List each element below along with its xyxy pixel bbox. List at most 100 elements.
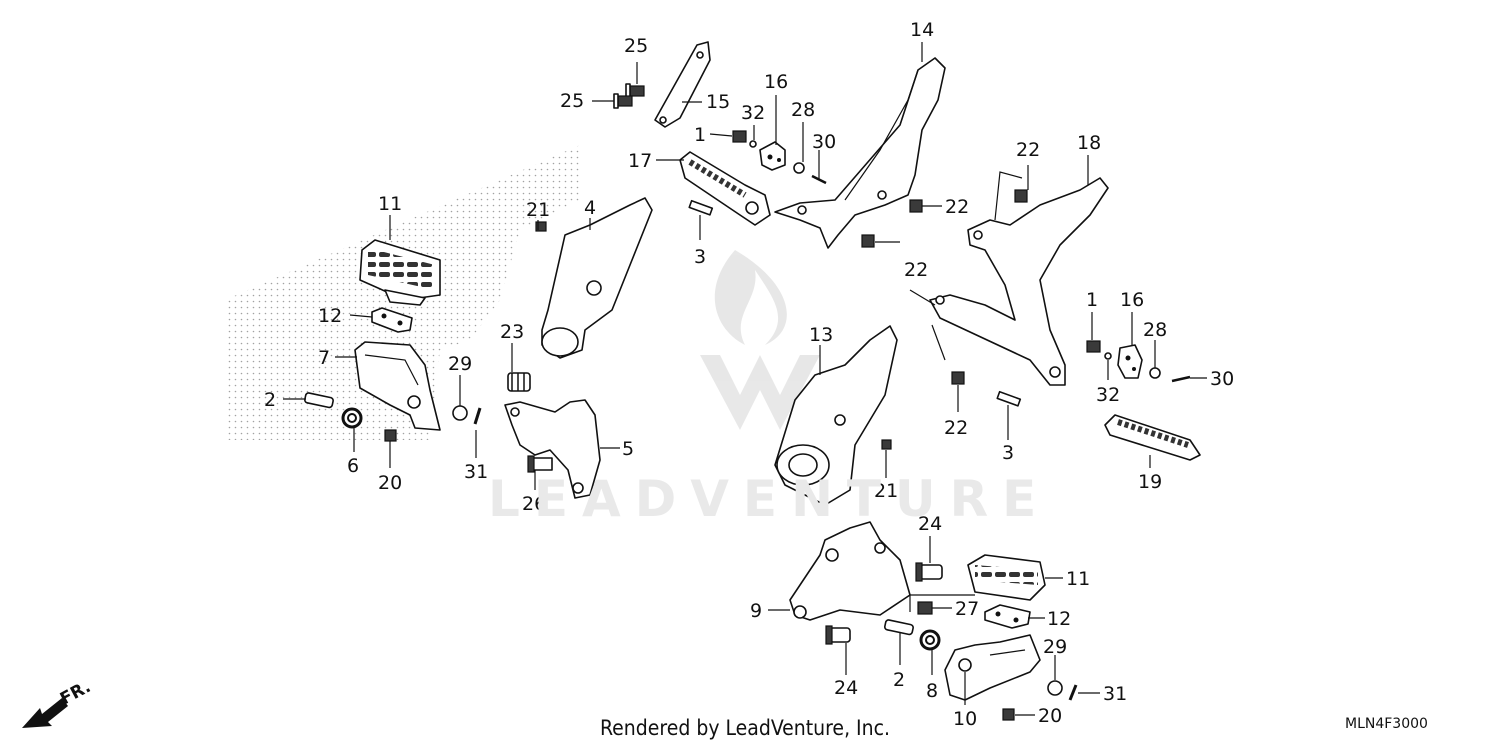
callout-26[interactable]: 26: [522, 493, 546, 515]
callout-21[interactable]: 21: [526, 199, 550, 221]
callout-22[interactable]: 22: [904, 259, 928, 281]
callout-1[interactable]: 1: [1086, 289, 1098, 311]
callout-29[interactable]: 29: [1043, 636, 1067, 658]
part-16-plate[interactable]: [1117, 344, 1143, 379]
part-8-spring[interactable]: [919, 629, 941, 651]
part-29-washer[interactable]: [1047, 680, 1063, 696]
part-30-pin[interactable]: [1171, 375, 1191, 383]
part-22-bolt[interactable]: [1014, 189, 1028, 203]
part-11-footpeg-rubber[interactable]: [967, 554, 1046, 601]
part-6-spring[interactable]: [341, 407, 363, 429]
part-15-plate[interactable]: [654, 41, 711, 128]
part-19-footpeg[interactable]: [1104, 414, 1201, 461]
callout-27[interactable]: 27: [955, 598, 979, 620]
callout-7[interactable]: 7: [318, 347, 330, 369]
callout-30[interactable]: 30: [1210, 368, 1234, 390]
callout-25[interactable]: 25: [624, 35, 648, 57]
callout-28[interactable]: 28: [1143, 319, 1167, 341]
callout-10[interactable]: 10: [953, 708, 977, 730]
part-5-bracket[interactable]: [504, 399, 601, 499]
part-10-footpeg[interactable]: [944, 634, 1041, 701]
callout-32[interactable]: 32: [1096, 384, 1120, 406]
callout-12[interactable]: 12: [318, 305, 342, 327]
callout-13[interactable]: 13: [809, 324, 833, 346]
part-7-footpeg[interactable]: [354, 341, 441, 431]
part-22-bolt[interactable]: [951, 371, 965, 385]
callout-3[interactable]: 3: [1002, 442, 1014, 464]
part-4-cover[interactable]: [541, 197, 653, 359]
part-20-bolt[interactable]: [384, 429, 397, 442]
callout-12[interactable]: 12: [1047, 608, 1071, 630]
part-29-washer[interactable]: [452, 405, 468, 421]
part-26-bolt[interactable]: [527, 455, 553, 473]
callout-17[interactable]: 17: [628, 150, 652, 172]
part-22-bolt[interactable]: [909, 199, 923, 213]
callout-19[interactable]: 19: [1138, 471, 1162, 493]
callout-2[interactable]: 2: [264, 389, 276, 411]
callout-23[interactable]: 23: [500, 321, 524, 343]
callout-20[interactable]: 20: [378, 472, 402, 494]
part-1-spring[interactable]: [1086, 340, 1101, 353]
part-17-footpeg[interactable]: [679, 151, 771, 226]
part-24-bolt[interactable]: [825, 625, 851, 645]
part-12-plate[interactable]: [984, 604, 1031, 629]
callout-11[interactable]: 11: [1066, 568, 1090, 590]
part-2-pin[interactable]: [884, 619, 914, 636]
watermark-logo: [700, 250, 820, 430]
callout-30[interactable]: 30: [812, 131, 836, 153]
part-18-bracket[interactable]: [929, 177, 1109, 386]
callout-31[interactable]: 31: [1103, 683, 1127, 705]
callout-22[interactable]: 22: [944, 417, 968, 439]
callout-11[interactable]: 11: [378, 193, 402, 215]
callout-8[interactable]: 8: [926, 680, 938, 702]
callout-25[interactable]: 25: [560, 90, 584, 112]
callout-18[interactable]: 18: [1077, 132, 1101, 154]
callout-29[interactable]: 29: [448, 353, 472, 375]
callout-16[interactable]: 16: [764, 71, 788, 93]
part-25-bolt[interactable]: [613, 93, 633, 109]
callout-4[interactable]: 4: [584, 197, 596, 219]
callout-22[interactable]: 22: [1016, 139, 1040, 161]
callout-2[interactable]: 2: [893, 669, 905, 691]
callout-9[interactable]: 9: [750, 600, 762, 622]
callout-31[interactable]: 31: [464, 461, 488, 483]
part-32-ball[interactable]: [1104, 352, 1112, 360]
callout-3[interactable]: 3: [694, 246, 706, 268]
part-28-washer[interactable]: [793, 162, 805, 174]
part-3-pin[interactable]: [996, 390, 1022, 407]
callout-14[interactable]: 14: [910, 19, 934, 41]
front-direction-arrow: FR.: [22, 677, 94, 728]
callout-22[interactable]: 22: [945, 196, 969, 218]
part-22-bolt[interactable]: [861, 234, 875, 248]
part-27-bolt[interactable]: [917, 601, 933, 615]
callout-24[interactable]: 24: [918, 513, 942, 535]
callout-20[interactable]: 20: [1038, 705, 1062, 727]
part-14-bracket[interactable]: [774, 57, 946, 249]
part-32-ball[interactable]: [749, 140, 757, 148]
part-21-bolt[interactable]: [881, 439, 892, 450]
callout-15[interactable]: 15: [706, 91, 730, 113]
part-20-bolt[interactable]: [1002, 708, 1015, 721]
callout-5[interactable]: 5: [622, 438, 634, 460]
part-31-pin[interactable]: [473, 407, 482, 425]
part-1-spring[interactable]: [732, 130, 747, 143]
callout-32[interactable]: 32: [741, 102, 765, 124]
part-24-bolt[interactable]: [915, 562, 943, 582]
callout-21[interactable]: 21: [874, 480, 898, 502]
part-23-bolt[interactable]: [507, 372, 531, 392]
part-9-bracket[interactable]: [789, 521, 911, 621]
callout-28[interactable]: 28: [791, 99, 815, 121]
part-31-pin[interactable]: [1068, 684, 1078, 701]
callout-16[interactable]: 16: [1120, 289, 1144, 311]
part-2-pin[interactable]: [304, 392, 334, 409]
callout-6[interactable]: 6: [347, 455, 359, 477]
part-28-washer[interactable]: [1149, 367, 1161, 379]
callout-1[interactable]: 1: [694, 124, 706, 146]
part-21-bolt[interactable]: [535, 221, 547, 232]
part-3-pin[interactable]: [688, 199, 714, 216]
part-16-plate[interactable]: [759, 141, 786, 171]
callout-24[interactable]: 24: [834, 677, 858, 699]
part-11-footpeg-rubber[interactable]: [359, 239, 441, 306]
part-12-plate[interactable]: [371, 307, 413, 333]
